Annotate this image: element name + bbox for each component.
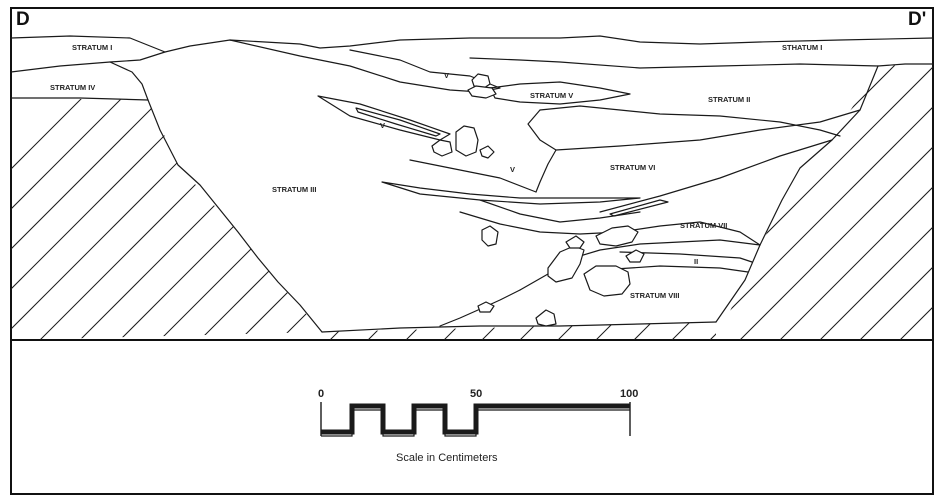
stratum-vi-left-wall [527, 109, 557, 193]
stratum-label: V [444, 71, 449, 80]
profile-label-right: D' [908, 9, 926, 30]
rock-inclusion [477, 301, 495, 313]
rock-inclusion [467, 85, 497, 99]
rock-inclusion [471, 73, 491, 89]
rock-inclusion [583, 265, 631, 297]
stratum-v-upper-lens [229, 39, 501, 93]
pit-right-wall [715, 65, 879, 323]
scale-caption: Scale in Centimeters [396, 452, 498, 464]
stratum-vi-band [381, 181, 641, 205]
stratum-i-right-base [877, 63, 934, 67]
stratum-boundaries [10, 35, 934, 333]
stratum-label: II [694, 257, 698, 266]
rock-inclusion [547, 245, 585, 283]
surface-line [10, 35, 934, 53]
stratum-v-lens [489, 81, 631, 105]
stratum-viii-top [559, 239, 761, 263]
stratum-label: STRATUM IV [50, 83, 95, 92]
rock-inclusions [431, 73, 645, 327]
stratum-vii-inner [609, 199, 669, 217]
stratum-label: STRATUM VII [680, 221, 727, 230]
stratum-vi-diagonal-lens-top [555, 109, 861, 151]
profile-label-left: D [16, 9, 30, 30]
stratum-label: STRATUM V [530, 91, 573, 100]
stratum-label: V [380, 121, 385, 130]
stratum-v-thin-lens [317, 95, 451, 141]
rock-inclusion [625, 249, 645, 263]
stratum-ii-band-top [619, 251, 753, 263]
stratum-vi-base [479, 199, 641, 223]
stratum-label: STRATUM VI [610, 163, 655, 172]
scale-bar [320, 402, 631, 437]
stratum-ii-top [469, 57, 879, 69]
pit-bottom [321, 321, 717, 333]
stratum-iii-left-wall [109, 61, 149, 101]
stratum-vii-top [599, 139, 833, 213]
stratum-label: STRATUM III [272, 185, 316, 194]
rock-inclusion [479, 145, 495, 159]
stratum-v-inner-lens [355, 107, 441, 137]
rock-inclusion [481, 225, 499, 247]
stratum-i-base [10, 51, 166, 73]
stratum-vi-top [539, 105, 841, 137]
rock-inclusion [595, 225, 639, 247]
stratum-vi-band-top [409, 159, 537, 193]
stratum-label: STRATUM VIII [630, 291, 679, 300]
scale-tick-0: 0 [318, 388, 324, 400]
rock-inclusion [455, 125, 479, 157]
stratum-label: STHATUM I [782, 43, 822, 52]
rock-inclusion [431, 139, 453, 157]
rock-inclusion [565, 235, 585, 249]
figure-frame [10, 7, 934, 495]
stratum-label: V [510, 165, 515, 174]
stratum-ii-band-base [599, 265, 749, 273]
stratum-iv-base [10, 97, 149, 101]
rock-inclusion [535, 309, 557, 327]
stratum-viii-left-low [439, 289, 521, 327]
scale-tick-100: 100 [620, 388, 638, 400]
scale-tick-50: 50 [470, 388, 482, 400]
pit-left-wall [147, 99, 323, 333]
stratum-label: STRATUM II [708, 95, 750, 104]
stratum-label: STRATUM I [72, 43, 112, 52]
